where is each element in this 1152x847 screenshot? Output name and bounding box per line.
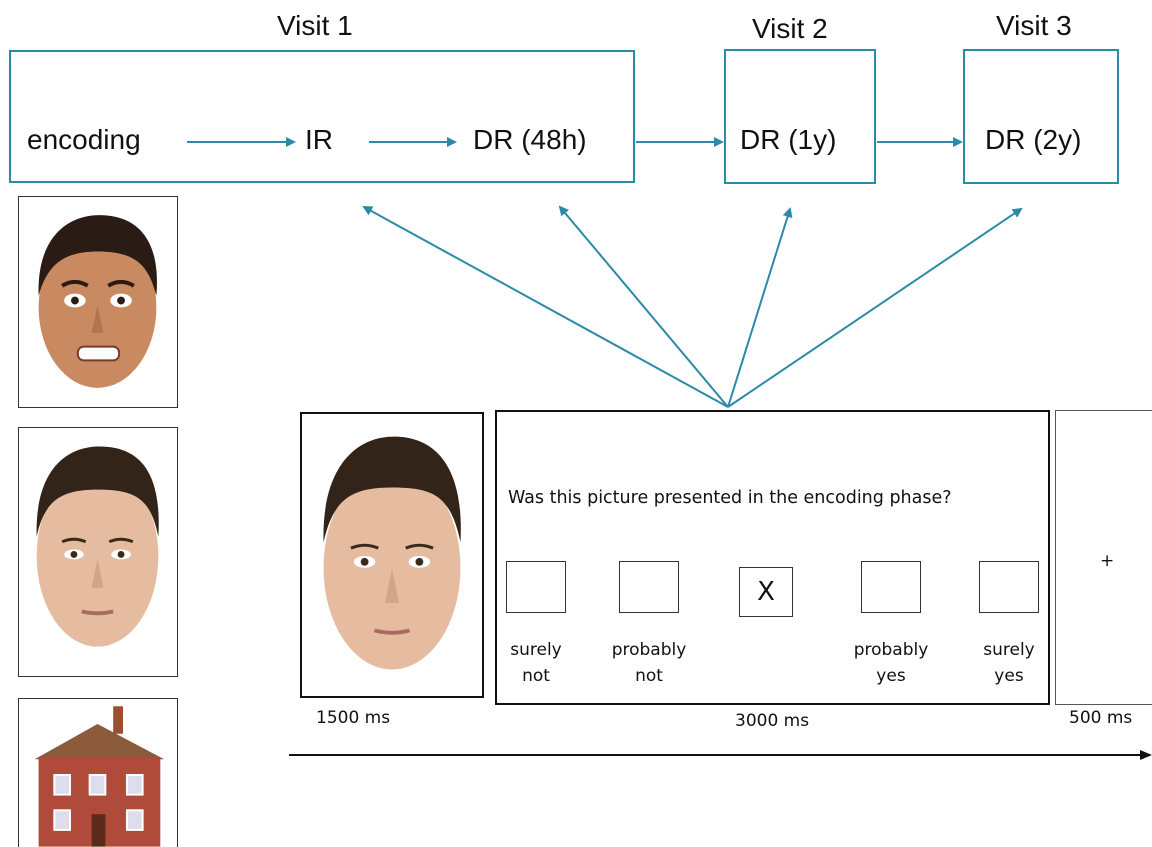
fixation-duration: 500 ms [1069,708,1133,728]
option-mark-x: X [757,577,775,607]
arrow-trial-dr1y [727,207,793,408]
option-box-probably-not[interactable] [619,561,679,613]
step-dr-48h: DR (48h) [473,124,587,155]
arrow-trial-dr48h [558,205,729,408]
step-encoding: encoding [27,124,141,155]
visit-2-box [724,49,876,184]
stimulus-neutral-face [18,427,178,677]
neutral-face-icon [36,446,159,647]
visit-1-box [9,50,635,183]
house-icon [19,700,176,847]
trial-face-frame [300,412,484,698]
step-dr-2y: DR (2y) [985,124,1082,155]
trial-question-frame [495,410,1050,705]
test-face-icon [323,436,461,670]
step-dr-1y: DR (1y) [740,124,837,155]
arrow-trial-dr2y [727,207,1023,408]
fixation-cross: + [1100,551,1115,571]
stimulus-fearful-face [18,196,178,408]
visit-1-label: Visit 1 [277,10,353,41]
fearful-face-icon [38,215,157,388]
option-box-unsure-selected[interactable]: X [739,567,793,617]
question-duration: 3000 ms [735,711,810,731]
arrow-trial-ir [362,206,729,408]
visit-3-box [963,49,1119,184]
option-box-probably-yes[interactable] [861,561,921,613]
visit-2-label: Visit 2 [752,13,828,44]
option-box-surely-yes[interactable] [979,561,1039,613]
option-box-surely-not[interactable] [506,561,566,613]
face-duration: 1500 ms [316,708,391,728]
trial-fixation-frame [1055,410,1152,705]
step-ir: IR [305,124,333,155]
trial-question: Was this picture presented in the encodi… [508,488,952,508]
visit-3-label: Visit 3 [996,10,1072,41]
stimulus-house [18,698,178,847]
